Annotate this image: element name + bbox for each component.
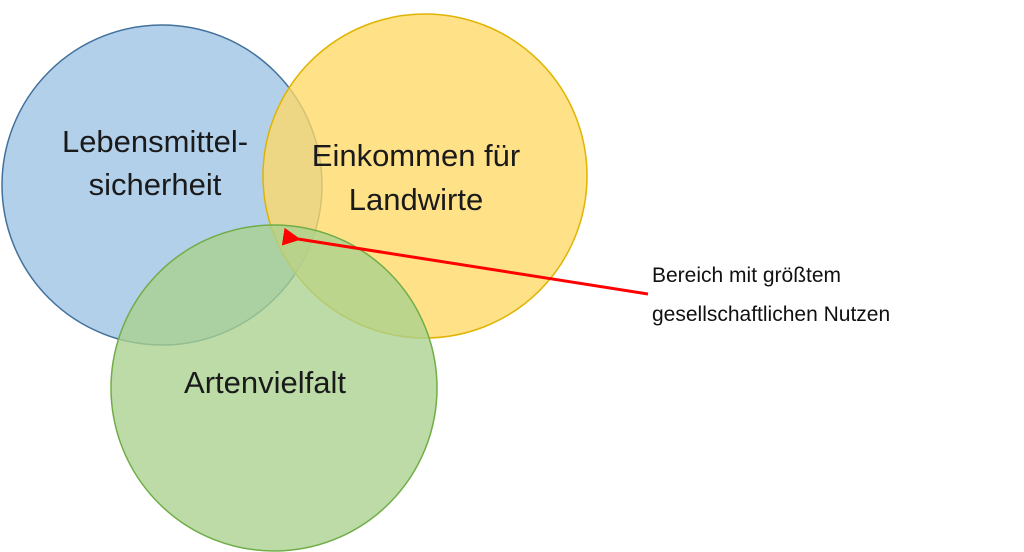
farmer-income-label-line1: Einkommen für: [312, 138, 520, 173]
annotation-label-line2: gesellschaftlichen Nutzen: [652, 303, 890, 326]
farmer-income-label-line2: Landwirte: [349, 182, 483, 217]
biodiversity-label: Artenvielfalt: [184, 365, 346, 400]
food-security-label-line1: Lebensmittel-: [62, 124, 248, 159]
circle-biodiversity: [110, 224, 438, 552]
annotation-label-line1: Bereich mit größtem: [652, 264, 841, 287]
annotation-arrow: [281, 227, 649, 296]
food-security-label-line2: sicherheit: [89, 167, 222, 202]
